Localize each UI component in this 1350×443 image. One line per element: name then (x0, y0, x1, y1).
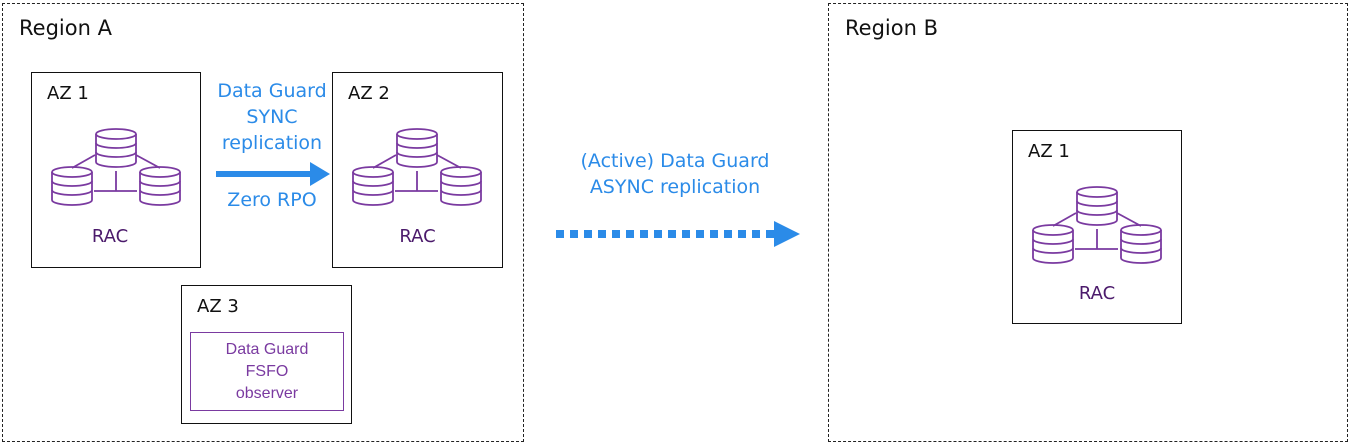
rac-cluster-icon (51, 128, 181, 206)
az-title: AZ 3 (197, 296, 239, 317)
rac-cluster-icon (1032, 186, 1162, 264)
region-b-az1: AZ 1 (1012, 130, 1182, 324)
rac-label: RAC (399, 226, 436, 247)
rac-label: RAC (1078, 283, 1116, 304)
region-a-az1: AZ 1 (31, 72, 201, 268)
solid-arrow-right-icon (216, 162, 330, 186)
az-title: AZ 1 (47, 83, 89, 104)
rac-label: RAC (91, 226, 129, 247)
region-a-az2: AZ 2 (332, 72, 503, 268)
dotted-arrow-right-icon (556, 221, 800, 247)
async-replication-label: (Active) Data Guard ASYNC replication (545, 148, 805, 200)
sync-replication-label: Data Guard SYNC replication (202, 78, 342, 156)
az-title: AZ 2 (348, 83, 390, 104)
region-b-title: Region B (845, 16, 938, 40)
observer-line-1: Data Guard (225, 340, 309, 358)
region-b: Region B (828, 3, 1348, 442)
zero-rpo-label: Zero RPO (227, 189, 317, 211)
sync-line-2: SYNC (246, 106, 298, 128)
async-line-1: (Active) Data Guard (580, 150, 770, 172)
fsfo-observer-box: Data Guard FSFO observer (190, 332, 344, 411)
async-line-2: ASYNC replication (589, 176, 761, 198)
region-a: Region A (2, 3, 524, 442)
sync-line-3: replication (221, 132, 323, 154)
rac-cluster-icon (352, 128, 482, 206)
sync-line-1: Data Guard (217, 80, 327, 102)
az-title: AZ 1 (1028, 141, 1070, 162)
observer-line-2: FSFO (245, 362, 289, 380)
observer-line-3: observer (235, 384, 299, 402)
region-a-title: Region A (19, 16, 112, 40)
region-a-az3: AZ 3 Data Guard FSFO observer (181, 285, 352, 424)
